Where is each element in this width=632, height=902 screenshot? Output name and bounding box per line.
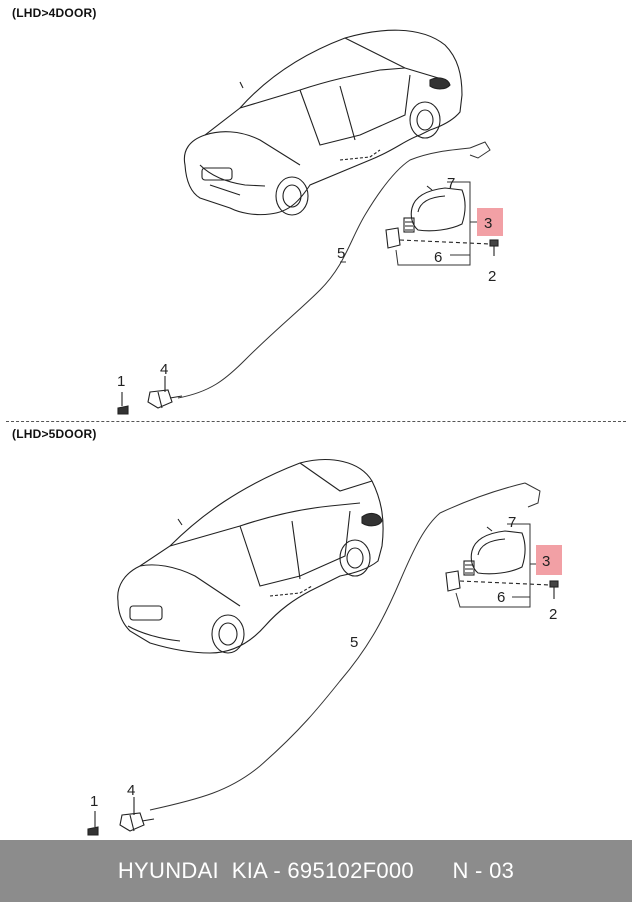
latch-part — [117, 376, 183, 415]
footer-part-number: 695102F000 — [287, 858, 414, 883]
hatchback-illustration — [117, 459, 384, 654]
callout-3: 3 — [484, 215, 492, 232]
callout-3: 3 — [542, 553, 550, 570]
callout-4: 4 — [160, 361, 168, 378]
callout-4: 4 — [127, 782, 135, 799]
callout-7: 7 — [447, 175, 455, 192]
section-divider — [6, 421, 626, 422]
latch-part — [87, 797, 155, 836]
callout-5: 5 — [337, 245, 345, 262]
footer-brand: HYUNDAI KIA - — [117, 858, 288, 883]
bolt-part — [459, 580, 559, 599]
callout-2: 2 — [549, 606, 557, 623]
part-footer-bar: HYUNDAI KIA - 695102F000 N - 03 — [0, 840, 632, 902]
callout-2: 2 — [488, 268, 496, 285]
fuel-filler-door — [445, 526, 526, 592]
callout-5: 5 — [350, 634, 358, 651]
callout-1: 1 — [117, 373, 125, 390]
section-5door: (LHD>5DOOR) — [0, 421, 632, 840]
section-4door: (LHD>4DOOR) — [0, 0, 632, 421]
diagram-5door: 7 3 6 2 5 4 1 — [87, 459, 562, 836]
part-3-highlight — [477, 208, 503, 236]
bolt-part — [399, 239, 499, 256]
cable-path — [149, 482, 526, 811]
footer-spacer — [414, 858, 452, 884]
sedan-illustration — [183, 29, 463, 216]
callout-1: 1 — [90, 793, 98, 810]
callout-6: 6 — [497, 589, 505, 606]
section-title-4door: (LHD>4DOOR) — [12, 6, 97, 20]
diagram-4door: 7 3 6 2 5 4 1 — [117, 29, 503, 415]
callout-7: 7 — [508, 514, 516, 531]
cable-path — [177, 147, 471, 399]
fuel-filler-door — [385, 185, 466, 249]
callout-6: 6 — [434, 249, 442, 266]
part-3-highlight — [536, 545, 562, 575]
footer-page-ref: N - 03 — [452, 858, 515, 883]
section-title-5door: (LHD>5DOOR) — [12, 427, 97, 441]
